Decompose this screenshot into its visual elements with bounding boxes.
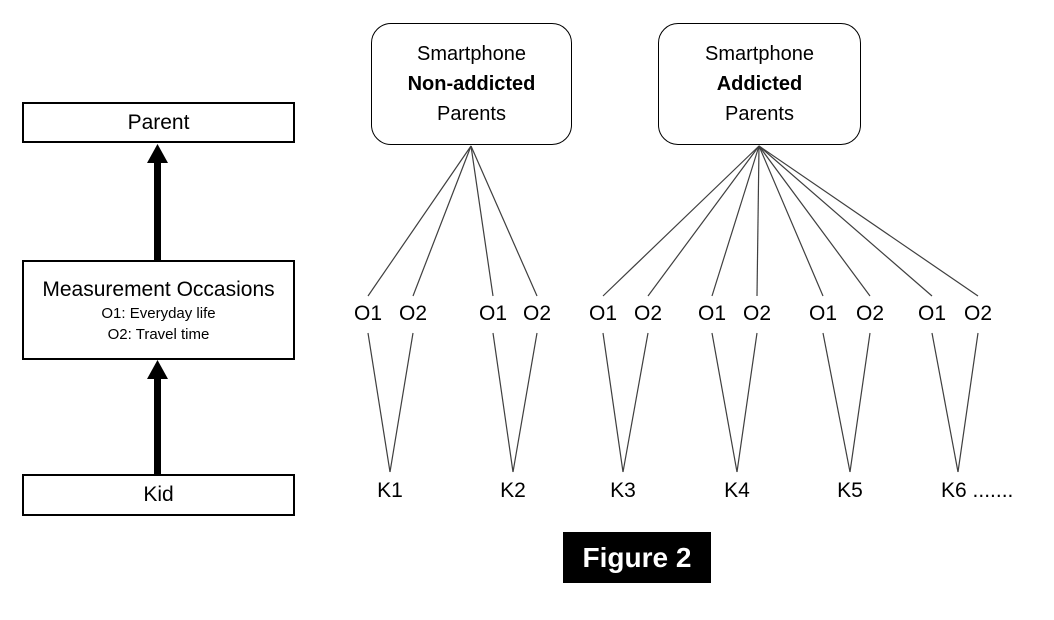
fan-nonaddicted xyxy=(367,145,538,297)
occasion-label-k3-o2: O2 xyxy=(633,302,663,325)
occasion-label-k2-o2: O2 xyxy=(522,302,552,325)
occasion-label-k6-o2: O2 xyxy=(963,302,993,325)
kid-label-k3: K3 xyxy=(610,479,636,502)
group1-title-line3: Parents xyxy=(437,103,506,125)
group1-title-line1: Smartphone xyxy=(417,43,526,65)
occasion-label-k5-o2: O2 xyxy=(855,302,885,325)
occasion-label-k1-o2: O2 xyxy=(398,302,428,325)
parent-label: Parent xyxy=(127,110,190,134)
group1-title-line2: Non-addicted xyxy=(407,73,536,95)
occasion-to-kid-lines xyxy=(367,332,979,473)
figure-caption: Figure 2 xyxy=(563,532,711,583)
figure-caption-text: Figure 2 xyxy=(582,541,692,573)
measurement-title: Measurement Occasions xyxy=(42,277,275,301)
kid-label: Kid xyxy=(143,483,174,506)
kid-label-k6: K6 ....... xyxy=(941,479,1013,503)
arrow-kid-to-measurement xyxy=(147,360,168,474)
kid-label-k5: K5 xyxy=(837,479,863,502)
occasion1-description: O1: Everyday life xyxy=(101,304,216,322)
kid-label-k6-text: K6 xyxy=(941,479,967,502)
kid-label-k6-ellipsis: ....... xyxy=(972,479,1014,502)
kid-label-k2: K2 xyxy=(500,479,526,502)
kid-label-k1: K1 xyxy=(377,479,403,502)
kid-box: Kid xyxy=(22,474,295,516)
occasion-label-k4-o2: O2 xyxy=(742,302,772,325)
occasion-label-k3-o1: O1 xyxy=(588,302,618,325)
measurement-occasions-box: Measurement Occasions O1: Everyday life … xyxy=(22,260,295,360)
occasion-label-k4-o1: O1 xyxy=(697,302,727,325)
occasion-label-k6-o1: O1 xyxy=(917,302,947,325)
occasion-label-k5-o1: O1 xyxy=(808,302,838,325)
arrow-measurement-to-parent xyxy=(147,144,168,260)
fan-addicted xyxy=(602,145,979,297)
group2-title-line2: Addicted xyxy=(716,73,803,95)
occasion-label-k2-o1: O1 xyxy=(478,302,508,325)
group2-title-line3: Parents xyxy=(725,103,794,125)
nonaddicted-parents-box: Smartphone Non-addicted Parents xyxy=(371,23,572,145)
group2-title-line1: Smartphone xyxy=(705,43,814,65)
parent-box: Parent xyxy=(22,102,295,143)
addicted-parents-box: Smartphone Addicted Parents xyxy=(658,23,861,145)
occasion2-description: O2: Travel time xyxy=(107,325,210,343)
kid-label-k4: K4 xyxy=(724,479,750,502)
occasion-label-k1-o1: O1 xyxy=(353,302,383,325)
